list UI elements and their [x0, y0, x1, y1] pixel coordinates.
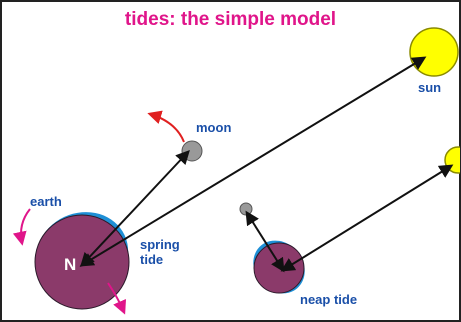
earth-sun-line-spring: [79, 56, 427, 267]
earth-neap: [253, 242, 305, 294]
sun-label: sun: [418, 80, 442, 95]
spring-tide-label: spring tide: [140, 237, 180, 267]
moon-label: moon: [196, 120, 232, 135]
moon-spring: [181, 140, 203, 162]
spring-tide-label-line2: tide: [140, 252, 164, 267]
earth-label: earth: [30, 194, 62, 209]
neap-tide-label: neap tide: [300, 292, 358, 307]
earth-sun-line-neap: [280, 164, 454, 272]
spring-tide-label-line1: spring: [140, 237, 180, 252]
earth-moon-line-neap: [245, 210, 285, 273]
moon-orbit-arrow-icon: [147, 110, 185, 143]
diagram-title: tides: the simple model: [124, 9, 337, 30]
moon-neap: [239, 202, 253, 216]
north-pole-label: N: [64, 255, 77, 274]
earth-rotation-arrow-icon: [12, 208, 31, 246]
earth-rotation-arrow-tail-icon: [107, 282, 127, 315]
sun-spring: [409, 27, 459, 77]
